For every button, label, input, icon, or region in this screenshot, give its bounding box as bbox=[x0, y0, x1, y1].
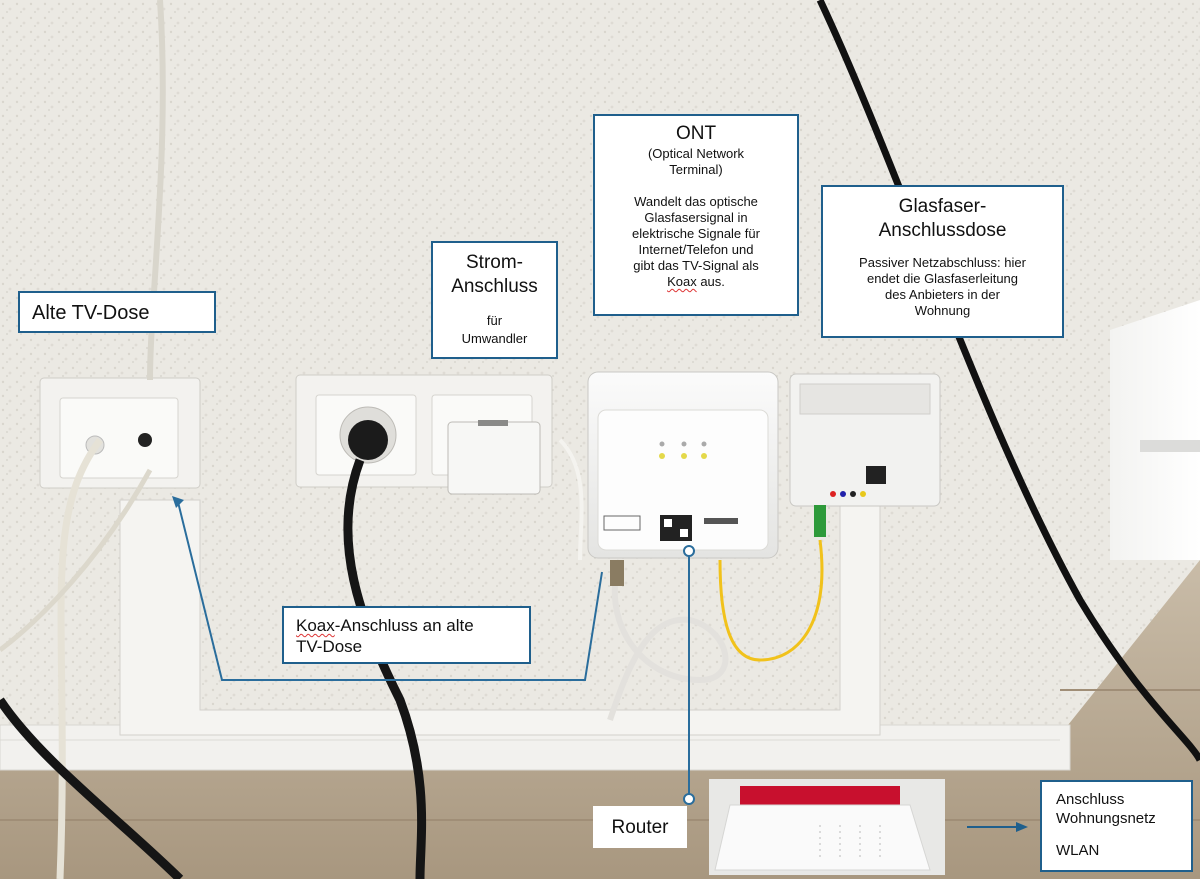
callout-ont-description: Wandelt das optische Glasfasersignal in … bbox=[632, 194, 760, 273]
callout-koax-rest: -Anschluss an alte TV-Dose bbox=[296, 616, 474, 656]
ont-device-icon bbox=[587, 371, 779, 559]
fiber-box-icon bbox=[789, 373, 941, 537]
callout-ont: ONT (Optical Network Terminal) Wandelt d… bbox=[593, 114, 799, 316]
callout-wohnungsnetz: Anschluss Wohnungsnetz WLAN bbox=[1040, 780, 1193, 872]
leader-lines bbox=[177, 501, 690, 798]
black-cable bbox=[816, 0, 1200, 762]
callout-glasfaser-description: Passiver Netzabschluss: hier endet die G… bbox=[859, 255, 1026, 318]
callout-alte-tv-dose-title: Alte TV-Dose bbox=[32, 302, 150, 324]
power-outlet-icon bbox=[295, 374, 553, 495]
window bbox=[1110, 300, 1200, 560]
callout-strom-sub2: Umwandler bbox=[461, 331, 528, 346]
callout-alte-tv-dose: Alte TV-Dose bbox=[18, 291, 216, 333]
callout-glasfaser-title: Glasfaser- Anschlussdose bbox=[878, 196, 1007, 241]
callout-router-title: Router bbox=[611, 817, 669, 838]
callout-glasfaser: Glasfaser- Anschlussdose Passiver Netzab… bbox=[821, 185, 1064, 338]
callout-ont-title: ONT bbox=[675, 123, 717, 144]
arrow-right-icon bbox=[967, 822, 1028, 832]
router-icon bbox=[709, 779, 945, 875]
callout-koax-squig: Koax bbox=[296, 616, 335, 635]
callout-wohnungsnetz-line1: Anschluss Wohnungsnetz bbox=[1056, 791, 1156, 827]
callout-ont-subtitle: (Optical Network Terminal) bbox=[647, 146, 745, 177]
callout-wohnungsnetz-line2: WLAN bbox=[1056, 842, 1100, 859]
callout-koax-anschluss: Koax-Anschluss an alte TV-Dose bbox=[282, 606, 531, 664]
callout-strom-sub1: für bbox=[486, 313, 503, 328]
fiber-cable bbox=[718, 539, 824, 662]
callout-strom-anschluss: Strom- Anschluss für Umwandler bbox=[431, 241, 558, 359]
callout-ont-koax: Koax bbox=[667, 274, 697, 289]
power-cable bbox=[343, 458, 427, 879]
callout-strom-title: Strom- Anschluss bbox=[451, 252, 538, 297]
callout-router: Router bbox=[593, 806, 687, 848]
callout-ont-desc-end: aus. bbox=[696, 274, 725, 289]
tv-socket-icon bbox=[39, 377, 201, 489]
